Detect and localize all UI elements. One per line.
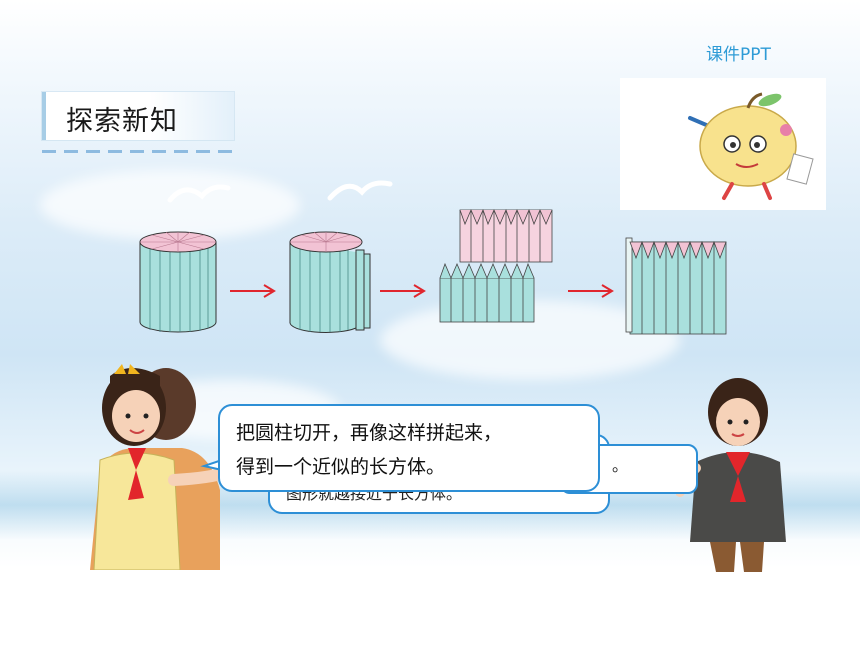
cloud [40, 170, 300, 240]
speech-main-line-2: 得到一个近似的长方体。 [236, 456, 446, 478]
dashed-divider [42, 150, 238, 153]
section-title: 探索新知 [66, 106, 178, 137]
cylinder-halves [439, 208, 553, 323]
approximate-cuboid [625, 237, 727, 335]
arrow-right-icon [230, 284, 276, 298]
arrow-right-icon [568, 284, 614, 298]
birds-decoration [167, 180, 393, 203]
girl-characters [90, 364, 234, 570]
apple-mascot-icon [688, 92, 814, 200]
section-title-box: 探索新知 [42, 92, 234, 140]
arrow-right-icon [380, 284, 426, 298]
cylinder-cut [289, 231, 371, 333]
speech-bubble-main: 把圆柱切开，再像这样拼起来， 得到一个近似的长方体。 [218, 404, 600, 492]
speech-main-line-1: 把圆柱切开，再像这样拼起来， [236, 422, 503, 444]
brand-label: 课件PPT [706, 45, 771, 65]
cylinder-whole [139, 231, 217, 333]
speech-right-text: 。 [612, 456, 629, 475]
mascot-panel [620, 78, 826, 210]
